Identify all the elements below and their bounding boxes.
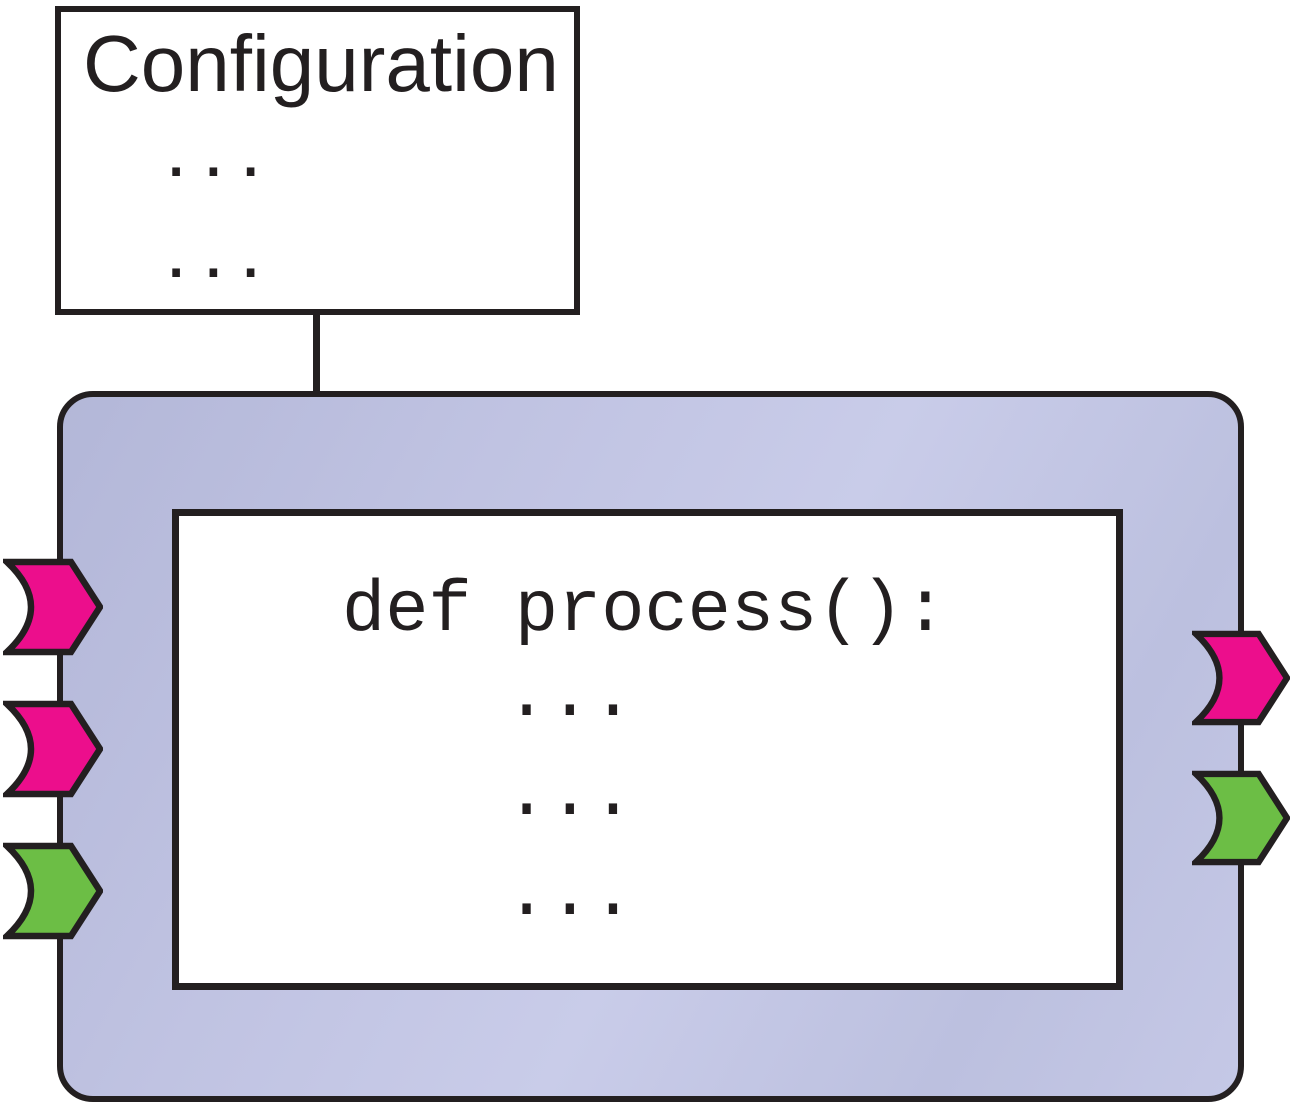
- connector-line: [313, 312, 320, 395]
- input-arrow-pink-2-icon: [3, 700, 103, 798]
- configuration-title: Configuration: [83, 19, 559, 108]
- configuration-box: [55, 6, 580, 315]
- configuration-ellipsis-2: ...: [165, 205, 277, 294]
- input-arrow-pink-1-icon: [3, 558, 103, 656]
- code-box: [172, 509, 1123, 990]
- output-arrow-green-icon: [1192, 770, 1290, 866]
- code-def-process-line: def process():: [342, 570, 947, 652]
- code-ellipsis-2: ...: [505, 754, 635, 836]
- output-arrow-pink-icon: [1192, 630, 1290, 726]
- input-arrow-green-icon: [3, 842, 103, 940]
- code-ellipsis-3: ...: [505, 854, 635, 936]
- configuration-ellipsis-1: ...: [165, 104, 277, 193]
- code-ellipsis-1: ...: [505, 655, 635, 737]
